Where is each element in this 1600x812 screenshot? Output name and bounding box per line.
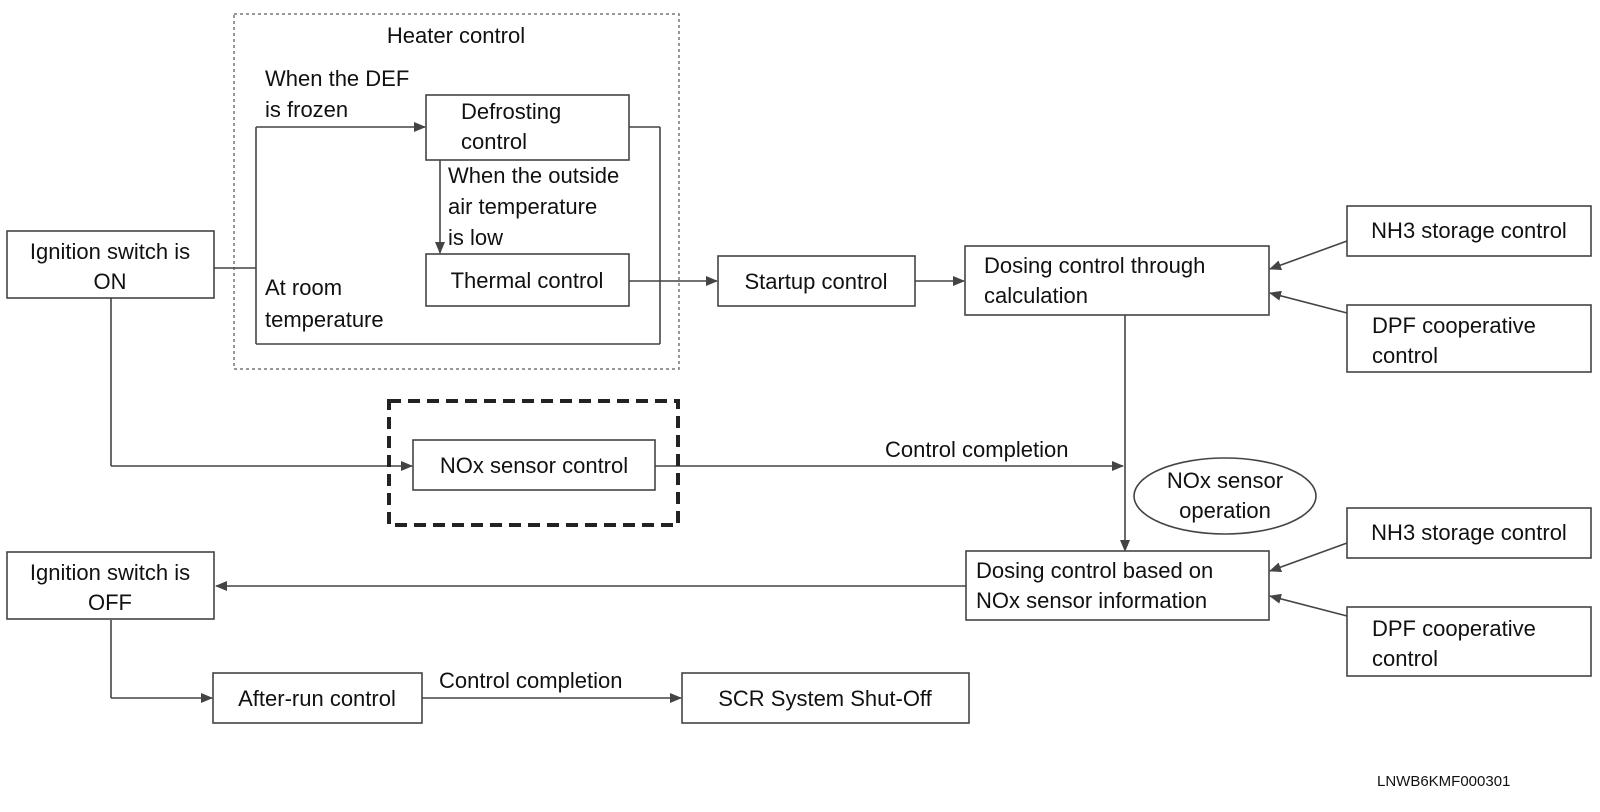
edge-label-control-completion-nox: Control completion <box>885 437 1068 462</box>
dpf-cooperative-top-box <box>1346 304 1592 373</box>
defrosting-control-box <box>425 94 630 161</box>
dosing-calculation-label-1: Dosing control through <box>984 253 1205 278</box>
figure-code: LNWB6KMF000301 <box>1377 773 1510 790</box>
nox-sensor-control-box <box>412 439 656 491</box>
edge-label-low-temp-2: air temperature <box>448 194 597 219</box>
ignition-on-label-1: Ignition switch is <box>30 239 190 264</box>
edge-label-low-temp-1: When the outside <box>448 163 619 188</box>
dosing-nox-info-box <box>965 550 1270 621</box>
edge-label-frozen-1: When the DEF <box>265 66 409 91</box>
nox-sensor-operation-ellipse <box>1133 457 1317 535</box>
nox-sensor-operation-label-1: NOx sensor <box>1167 468 1283 493</box>
ignition-off-box <box>6 551 215 620</box>
nh3-storage-bottom-label: NH3 storage control <box>1371 520 1567 545</box>
edge-label-frozen-2: is frozen <box>265 97 348 122</box>
edge-label-room-temp-2: temperature <box>265 307 384 332</box>
startup-control-box <box>717 255 916 307</box>
ignition-off-label-1: Ignition switch is <box>30 560 190 585</box>
nox-sensor-control-label: NOx sensor control <box>440 453 628 478</box>
nh3-storage-bottom-box <box>1346 507 1592 559</box>
dpf-cooperative-top-label-2: control <box>1372 343 1438 368</box>
scr-shutoff-label: SCR System Shut-Off <box>718 686 932 711</box>
dosing-nox-info-label-2: NOx sensor information <box>976 588 1207 613</box>
dpf-cooperative-top-label-1: DPF cooperative <box>1372 313 1536 338</box>
nh3-storage-top-box <box>1346 205 1592 257</box>
defrosting-control-label-1: Defrosting <box>461 99 561 124</box>
defrosting-control-label-2: control <box>461 129 527 154</box>
heater-control-title: Heater control <box>387 23 525 48</box>
edge-label-low-temp-3: is low <box>448 225 503 250</box>
dpf-cooperative-bottom-label-1: DPF cooperative <box>1372 616 1536 641</box>
after-run-control-box <box>212 672 423 724</box>
connectors <box>110 122 1348 703</box>
ignition-off-label-2: OFF <box>88 590 132 615</box>
thermal-control-box <box>425 253 630 307</box>
dosing-calculation-box <box>964 245 1270 316</box>
nox-sensor-operation-label-2: operation <box>1179 498 1271 523</box>
startup-control-label: Startup control <box>744 269 887 294</box>
nh3-storage-top-label: NH3 storage control <box>1371 218 1567 243</box>
ignition-on-label-2: ON <box>94 269 127 294</box>
dosing-nox-info-label-1: Dosing control based on <box>976 558 1213 583</box>
thermal-control-label: Thermal control <box>451 268 604 293</box>
ignition-on-box <box>6 230 215 299</box>
dpf-cooperative-bottom-label-2: control <box>1372 646 1438 671</box>
edge-label-control-completion-after: Control completion <box>439 668 622 693</box>
heater-control-group <box>233 13 680 370</box>
dosing-calculation-label-2: calculation <box>984 283 1088 308</box>
nox-sensor-control-highlight <box>387 399 680 527</box>
edge-label-room-temp-1: At room <box>265 275 342 300</box>
after-run-control-label: After-run control <box>238 686 396 711</box>
dpf-cooperative-bottom-box <box>1346 606 1592 677</box>
scr-shutoff-box <box>681 672 970 724</box>
